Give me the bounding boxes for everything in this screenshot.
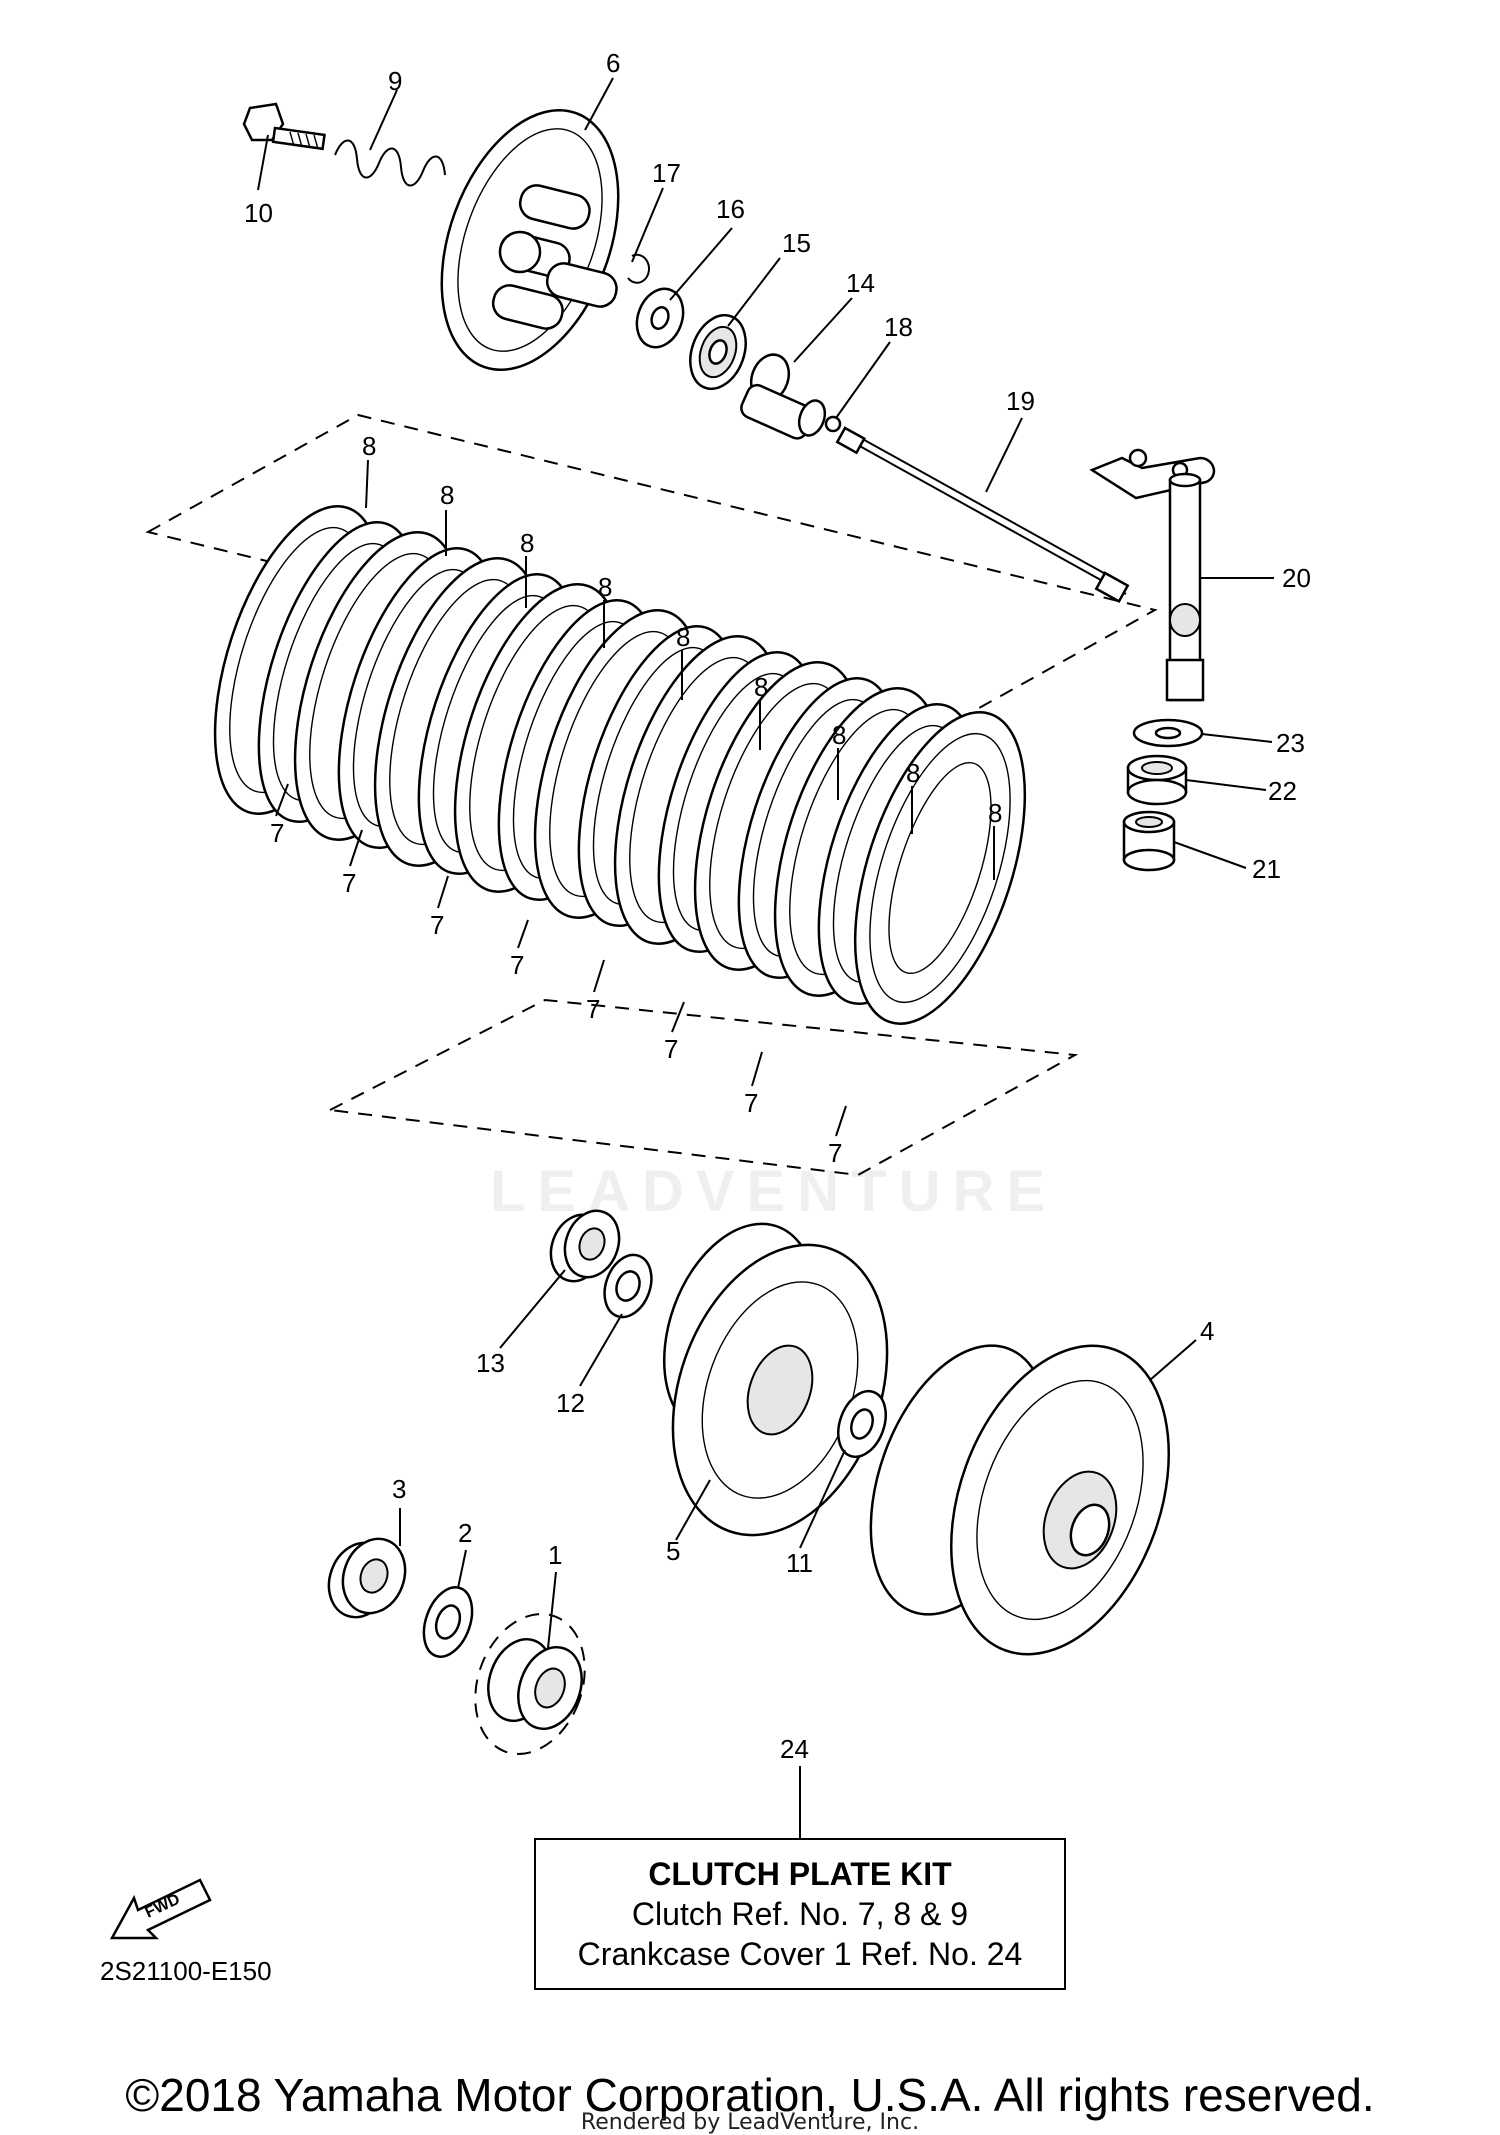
part-21-needle-bearing <box>1122 810 1176 872</box>
callout-8-d: 8 <box>598 572 612 602</box>
callout-10: 10 <box>244 198 273 228</box>
callout-13: 13 <box>476 1348 505 1378</box>
part-19-push-rod <box>835 426 1130 604</box>
callout-8-f: 8 <box>754 672 768 702</box>
callout-7-e: 7 <box>586 994 600 1024</box>
part-5-clutch-boss <box>662 1222 889 1537</box>
callout-11: 11 <box>786 1548 813 1578</box>
part-13-nut <box>549 1209 621 1283</box>
clutch-plates <box>213 505 1027 1025</box>
part-2-washer <box>422 1586 474 1658</box>
part-9-spring <box>334 139 446 187</box>
callout-7-b: 7 <box>342 868 356 898</box>
callout-22: 22 <box>1268 776 1297 806</box>
callout-19: 19 <box>1006 386 1035 416</box>
callout-7-c: 7 <box>430 910 444 940</box>
part-16-washer <box>635 287 685 349</box>
callout-18: 18 <box>884 312 913 342</box>
part-6-pressure-plate <box>440 108 620 372</box>
kit-line-1: Clutch Ref. No. 7, 8 & 9 <box>631 1896 969 1932</box>
callout-8-g: 8 <box>832 720 846 750</box>
callout-2: 2 <box>458 1518 472 1548</box>
callout-9: 9 <box>388 66 402 96</box>
callout-20: 20 <box>1282 563 1311 593</box>
callout-4: 4 <box>1200 1316 1214 1346</box>
callout-24: 24 <box>780 1734 809 1764</box>
callout-7-f: 7 <box>664 1034 678 1064</box>
part-17-circlip <box>627 253 650 284</box>
part-10-bolt <box>242 102 326 151</box>
callout-8-h: 8 <box>906 758 920 788</box>
diagram-code: 2S21100-E150 <box>100 1956 272 1986</box>
callouts: 10 9 6 17 16 15 14 18 19 20 23 22 21 8 8… <box>244 48 1311 1764</box>
plate-bundle-frame-lower <box>326 998 1079 1177</box>
watermark: LEADVENTURE <box>490 1159 1058 1224</box>
callout-8-b: 8 <box>440 480 454 510</box>
callout-16: 16 <box>716 194 745 224</box>
part-1-gear <box>474 1613 586 1755</box>
part-4-clutch-housing <box>869 1344 1170 1656</box>
callout-21: 21 <box>1252 854 1281 884</box>
callout-8-a: 8 <box>362 431 376 461</box>
callout-7-d: 7 <box>510 950 524 980</box>
callout-23: 23 <box>1276 728 1305 758</box>
part-14-push-rod <box>740 353 827 440</box>
fwd-arrow-icon: FWD <box>109 1878 212 1940</box>
callout-6: 6 <box>606 48 620 78</box>
callout-8-e: 8 <box>676 622 690 652</box>
part-3-nut <box>327 1537 407 1619</box>
leader-lines <box>257 77 1274 1838</box>
part-18-ball <box>824 415 842 433</box>
callout-7-a: 7 <box>270 818 284 848</box>
callout-3: 3 <box>392 1474 406 1504</box>
callout-8-i: 8 <box>988 798 1002 828</box>
callout-14: 14 <box>846 268 875 298</box>
callout-17: 17 <box>652 158 681 188</box>
part-12-lock-washer <box>603 1253 653 1319</box>
callout-15: 15 <box>782 228 811 258</box>
part-15-bearing <box>689 313 747 391</box>
part-20-push-lever-shaft <box>1089 448 1216 702</box>
part-22-oil-seal <box>1126 754 1188 806</box>
copyright: ©2018 Yamaha Motor Corporation, U.S.A. A… <box>125 2069 1375 2121</box>
part-23-washer <box>1132 718 1204 748</box>
part-11-thrust-washer <box>837 1389 887 1459</box>
rendered-by: Rendered by LeadVenture, Inc. <box>580 2110 920 2135</box>
callout-7-h: 7 <box>828 1138 842 1168</box>
clutch-plate-kit-box: CLUTCH PLATE KIT Clutch Ref. No. 7, 8 & … <box>534 1838 1066 1990</box>
callout-5: 5 <box>666 1536 680 1566</box>
kit-title: CLUTCH PLATE KIT <box>648 1856 952 1892</box>
callout-1: 1 <box>548 1540 562 1570</box>
kit-line-2: Crankcase Cover 1 Ref. No. 24 <box>577 1936 1023 1972</box>
callout-8-c: 8 <box>520 528 534 558</box>
callout-12: 12 <box>556 1388 585 1418</box>
plate-bundle-frame <box>145 413 1158 729</box>
callout-7-g: 7 <box>744 1088 758 1118</box>
